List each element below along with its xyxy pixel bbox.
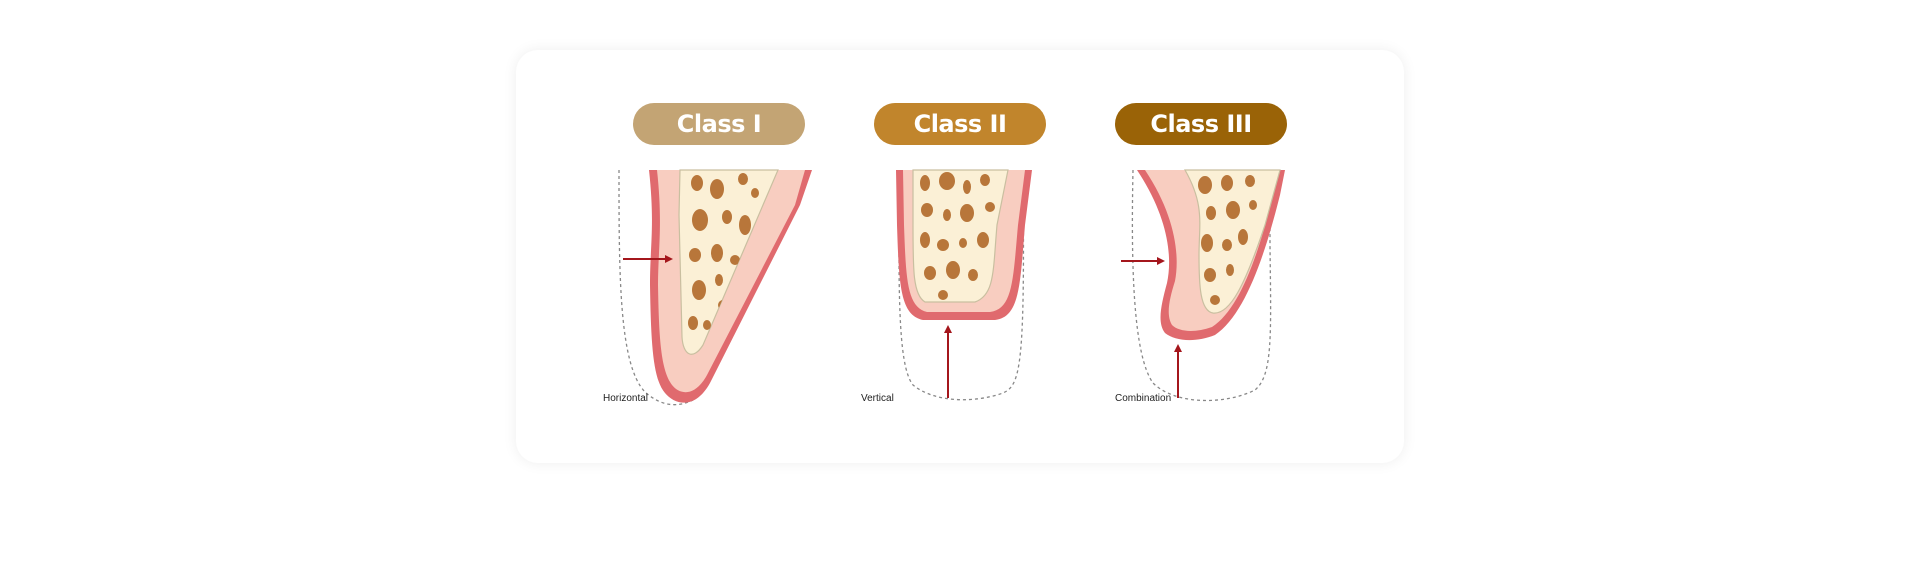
class-2-diagram: Vertical xyxy=(861,169,1032,404)
class-1-caption: Horizontal xyxy=(603,393,648,404)
arrow-head xyxy=(1157,257,1165,265)
original-ridge-outline xyxy=(1131,169,1272,402)
trabecular-pores xyxy=(920,172,995,300)
arrow-head xyxy=(944,325,952,333)
class-2-caption: Vertical xyxy=(861,393,894,404)
original-ridge-outline xyxy=(898,169,1025,401)
class-3-badge: Class III xyxy=(1115,103,1287,145)
class-1-diagram: Horizontal xyxy=(603,169,812,406)
arrow-head xyxy=(665,255,673,263)
arrow-head xyxy=(1174,344,1182,352)
class-3-diagram: Combination xyxy=(1115,169,1285,404)
trabecular-pores xyxy=(688,173,759,330)
class-1-badge: Class I xyxy=(633,103,805,145)
original-ridge-outline xyxy=(618,169,694,406)
class-2-badge: Class II xyxy=(874,103,1046,145)
trabecular-pores xyxy=(1198,175,1257,305)
bone-body xyxy=(912,169,1009,303)
class-3-caption: Combination xyxy=(1115,393,1171,404)
